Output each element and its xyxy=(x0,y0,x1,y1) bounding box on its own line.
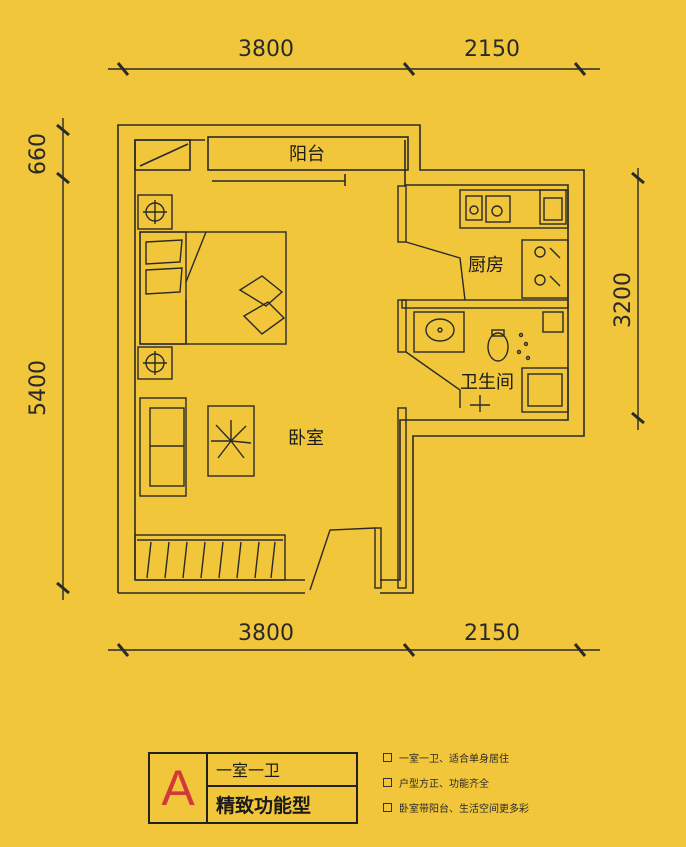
dim-top-left-label: 3800 xyxy=(238,37,294,62)
coffee-table-with-plant xyxy=(207,405,255,477)
nightstand-bottom xyxy=(137,346,173,380)
interior-walls xyxy=(309,185,569,591)
dim-right-label: 3200 xyxy=(611,272,636,328)
feature-item: 户型方正、功能齐全 xyxy=(383,771,673,793)
room-label-balcony: 阳台 xyxy=(289,144,325,165)
feature-text: 户型方正、功能齐全 xyxy=(399,778,489,790)
bed xyxy=(139,231,287,345)
dimension-left xyxy=(56,118,70,600)
outer-walls xyxy=(117,124,585,594)
dim-bottom-left-label: 3800 xyxy=(238,621,294,646)
room-label-bathroom: 卫生间 xyxy=(460,372,514,393)
room-label-bedroom: 卧室 xyxy=(288,428,324,449)
room-label-kitchen: 厨房 xyxy=(468,255,504,276)
wardrobe xyxy=(134,534,286,581)
dimension-right xyxy=(631,168,645,430)
feature-item: 卧室带阳台、生活空间更多彩 xyxy=(383,796,673,818)
feature-list: 一室一卫、适合单身居住 户型方正、功能齐全 卧室带阳台、生活空间更多彩 xyxy=(383,746,673,821)
sofa xyxy=(139,397,187,497)
kitchen-fixtures xyxy=(459,189,569,299)
unit-layout-label: 一室一卫 xyxy=(208,754,356,787)
unit-type-info: 一室一卫 精致功能型 xyxy=(208,754,356,822)
bathroom-fixtures xyxy=(413,311,569,413)
dim-left-lower-label: 5400 xyxy=(26,360,51,416)
unit-type-name: 精致功能型 xyxy=(216,794,312,817)
feature-text: 卧室带阳台、生活空间更多彩 xyxy=(399,803,529,815)
checkbox-icon xyxy=(383,802,392,812)
unit-type-badge: A 一室一卫 精致功能型 xyxy=(148,752,358,824)
feature-item: 一室一卫、适合单身居住 xyxy=(383,746,673,768)
unit-type-letter: A xyxy=(150,754,208,822)
nightstand-top xyxy=(137,194,173,230)
dimension-bottom xyxy=(108,643,600,657)
dimension-top xyxy=(108,62,600,76)
checkbox-icon xyxy=(383,752,392,762)
dim-left-upper-label: 660 xyxy=(26,133,51,175)
feature-text: 一室一卫、适合单身居住 xyxy=(399,753,509,765)
dim-bottom-right-label: 2150 xyxy=(464,621,520,646)
dim-top-right-label: 2150 xyxy=(464,37,520,62)
checkbox-icon xyxy=(383,777,392,787)
